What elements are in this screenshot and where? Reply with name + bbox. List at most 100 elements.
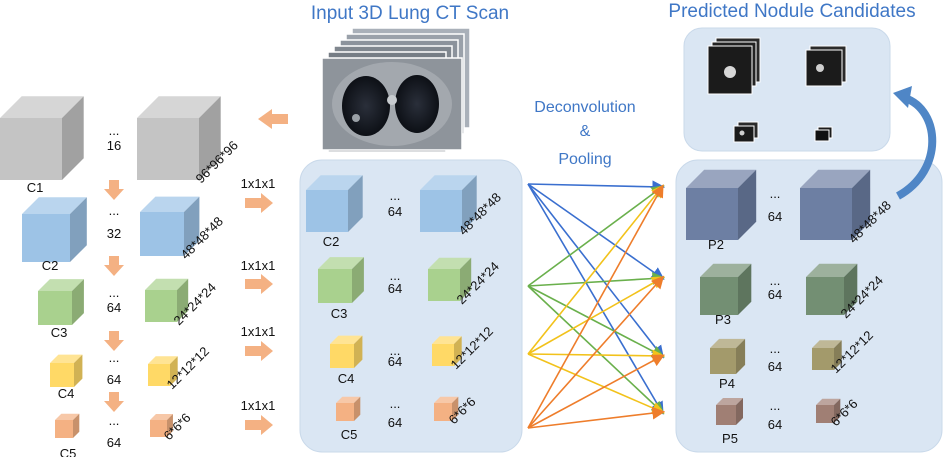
encoder-channels-c2: 32	[107, 226, 121, 241]
cross-arrow-c5-to-p5	[527, 406, 666, 429]
encoder-cube-c2	[22, 197, 87, 262]
encoder-label-c1: C1	[27, 180, 44, 195]
encoder-cube-c4-end	[148, 356, 178, 386]
cross-arrow-c4-to-p3	[527, 276, 665, 355]
lateral-conv-label-4: 1x1x1	[241, 324, 276, 339]
encoder-ellipsis: ...	[109, 285, 120, 300]
predicted-title: Predicted Nodule Candidates	[668, 1, 915, 22]
nodule-thumbnail-tiny	[814, 126, 833, 142]
cross-arrow-c3-to-p3	[527, 272, 666, 287]
mid-cube-c3-end	[428, 257, 472, 301]
pyramid-cube-p4	[710, 338, 746, 374]
mid-ellipsis: ...	[390, 188, 401, 203]
encoder-cube-c3	[38, 279, 84, 325]
mid-cube-c4	[330, 335, 363, 368]
encoder-ellipsis: ...	[109, 203, 120, 218]
encoder-cube-c1-end	[137, 96, 221, 180]
cross-connection-arrows	[527, 180, 666, 429]
lateral-arrow-4	[245, 341, 273, 361]
cross-arrow-c2-to-p3	[527, 183, 665, 280]
method-label-line3: Pooling	[558, 151, 611, 168]
mid-label-c4: C4	[338, 371, 355, 386]
encoder-cube-c2-end	[140, 196, 200, 256]
pyramid-cube-p5	[716, 398, 743, 425]
encoder-cube-c1	[0, 96, 84, 180]
mid-ellipsis: ...	[390, 268, 401, 283]
nodule-thumbnail-large	[707, 37, 761, 95]
encoder-label-c4: C4	[58, 386, 75, 401]
pyramid-label-p5: P5	[722, 431, 738, 446]
lateral-connections: 1x1x1 1x1x1 1x1x1 1x1x1	[241, 176, 276, 435]
cross-arrow-c4-to-p2	[527, 184, 665, 355]
mid-cube-c5-end	[434, 396, 459, 421]
encoder-label-c2: C2	[42, 258, 59, 273]
mid-channels-c3: 64	[388, 281, 402, 296]
mid-ellipsis: ...	[390, 396, 401, 411]
nodule-thumbnail-small	[733, 121, 759, 143]
mid-ellipsis: ...	[390, 343, 401, 358]
cross-arrow-c3-to-p2	[527, 185, 665, 287]
mid-channels-c5: 64	[388, 415, 402, 430]
lateral-conv-label-2: 1x1x1	[241, 176, 276, 191]
lateral-conv-label-5: 1x1x1	[241, 398, 276, 413]
lateral-conv-label-3: 1x1x1	[241, 258, 276, 273]
method-label-line2: &	[580, 123, 591, 140]
pyramid-label-p2: P2	[708, 237, 724, 252]
pyramid-cube-p3-end	[806, 263, 858, 315]
pyramid-channels-p4: 64	[768, 359, 782, 374]
encoder-cube-c5-end	[150, 414, 173, 437]
cross-arrow-c4-to-p5	[527, 353, 665, 415]
pyramid-ellipsis: ...	[770, 341, 781, 356]
cross-arrow-c3-to-p5	[527, 285, 665, 415]
mid-cube-c3	[318, 257, 364, 303]
lateral-arrow-5	[245, 415, 273, 435]
encoder-down-arrow-4	[104, 392, 124, 412]
pyramid-ellipsis: ...	[770, 273, 781, 288]
encoder-label-c5: C5	[60, 446, 77, 457]
mid-cube-c2-end	[420, 175, 477, 232]
encoder-channels-c1: 16	[107, 138, 121, 153]
nodule-thumbnail-medium	[805, 45, 847, 87]
method-label-line1: Deconvolution	[534, 99, 635, 116]
encoder-down-arrow-3	[104, 331, 124, 351]
pyramid-ellipsis: ...	[770, 398, 781, 413]
mid-label-c2: C2	[323, 234, 340, 249]
curved-output-arrow	[895, 94, 937, 200]
lateral-arrow-3	[245, 274, 273, 294]
cross-arrow-c4-to-p4	[527, 349, 666, 363]
mid-label-c5: C5	[341, 427, 358, 442]
cross-arrow-c5-to-p2	[527, 184, 664, 429]
cross-arrow-c5-to-p3	[527, 275, 665, 429]
mid-cube-c2	[306, 175, 363, 232]
encoder-channels-c3: 64	[107, 300, 121, 315]
pyramid-label-p4: P4	[719, 376, 735, 391]
pyramid-cube-p3	[700, 263, 752, 315]
encoder-label-c3: C3	[51, 325, 68, 340]
encoder-ellipsis: ...	[109, 123, 120, 138]
ct-scan-stack-icon	[321, 27, 471, 153]
curved-output-arrowhead	[893, 86, 912, 108]
pyramid-cube-p2	[686, 169, 757, 240]
mid-label-c3: C3	[331, 306, 348, 321]
mid-cube-c4-end	[432, 336, 462, 366]
cross-arrow-c3-to-p4	[527, 285, 665, 358]
cross-arrow-c5-to-p4	[527, 354, 665, 429]
lateral-arrow-2	[245, 193, 273, 213]
encoder-down-arrow-2	[104, 256, 124, 276]
pyramid-label-p3: P3	[715, 312, 731, 327]
encoder-channels-c4: 64	[107, 372, 121, 387]
pyramid-channels-p2: 64	[768, 209, 782, 224]
mid-channels-c4: 64	[388, 354, 402, 369]
pyramid-cube-p5-end	[816, 398, 841, 423]
input-arrow	[258, 109, 288, 129]
pyramid-cube-p2-end	[800, 169, 871, 240]
encoder-cube-c5	[55, 413, 80, 438]
mid-cube-c5	[336, 396, 361, 421]
cross-arrow-c2-to-p5	[527, 183, 664, 415]
encoder-cube-c3-end	[145, 278, 189, 322]
pyramid-channels-p5: 64	[768, 417, 782, 432]
